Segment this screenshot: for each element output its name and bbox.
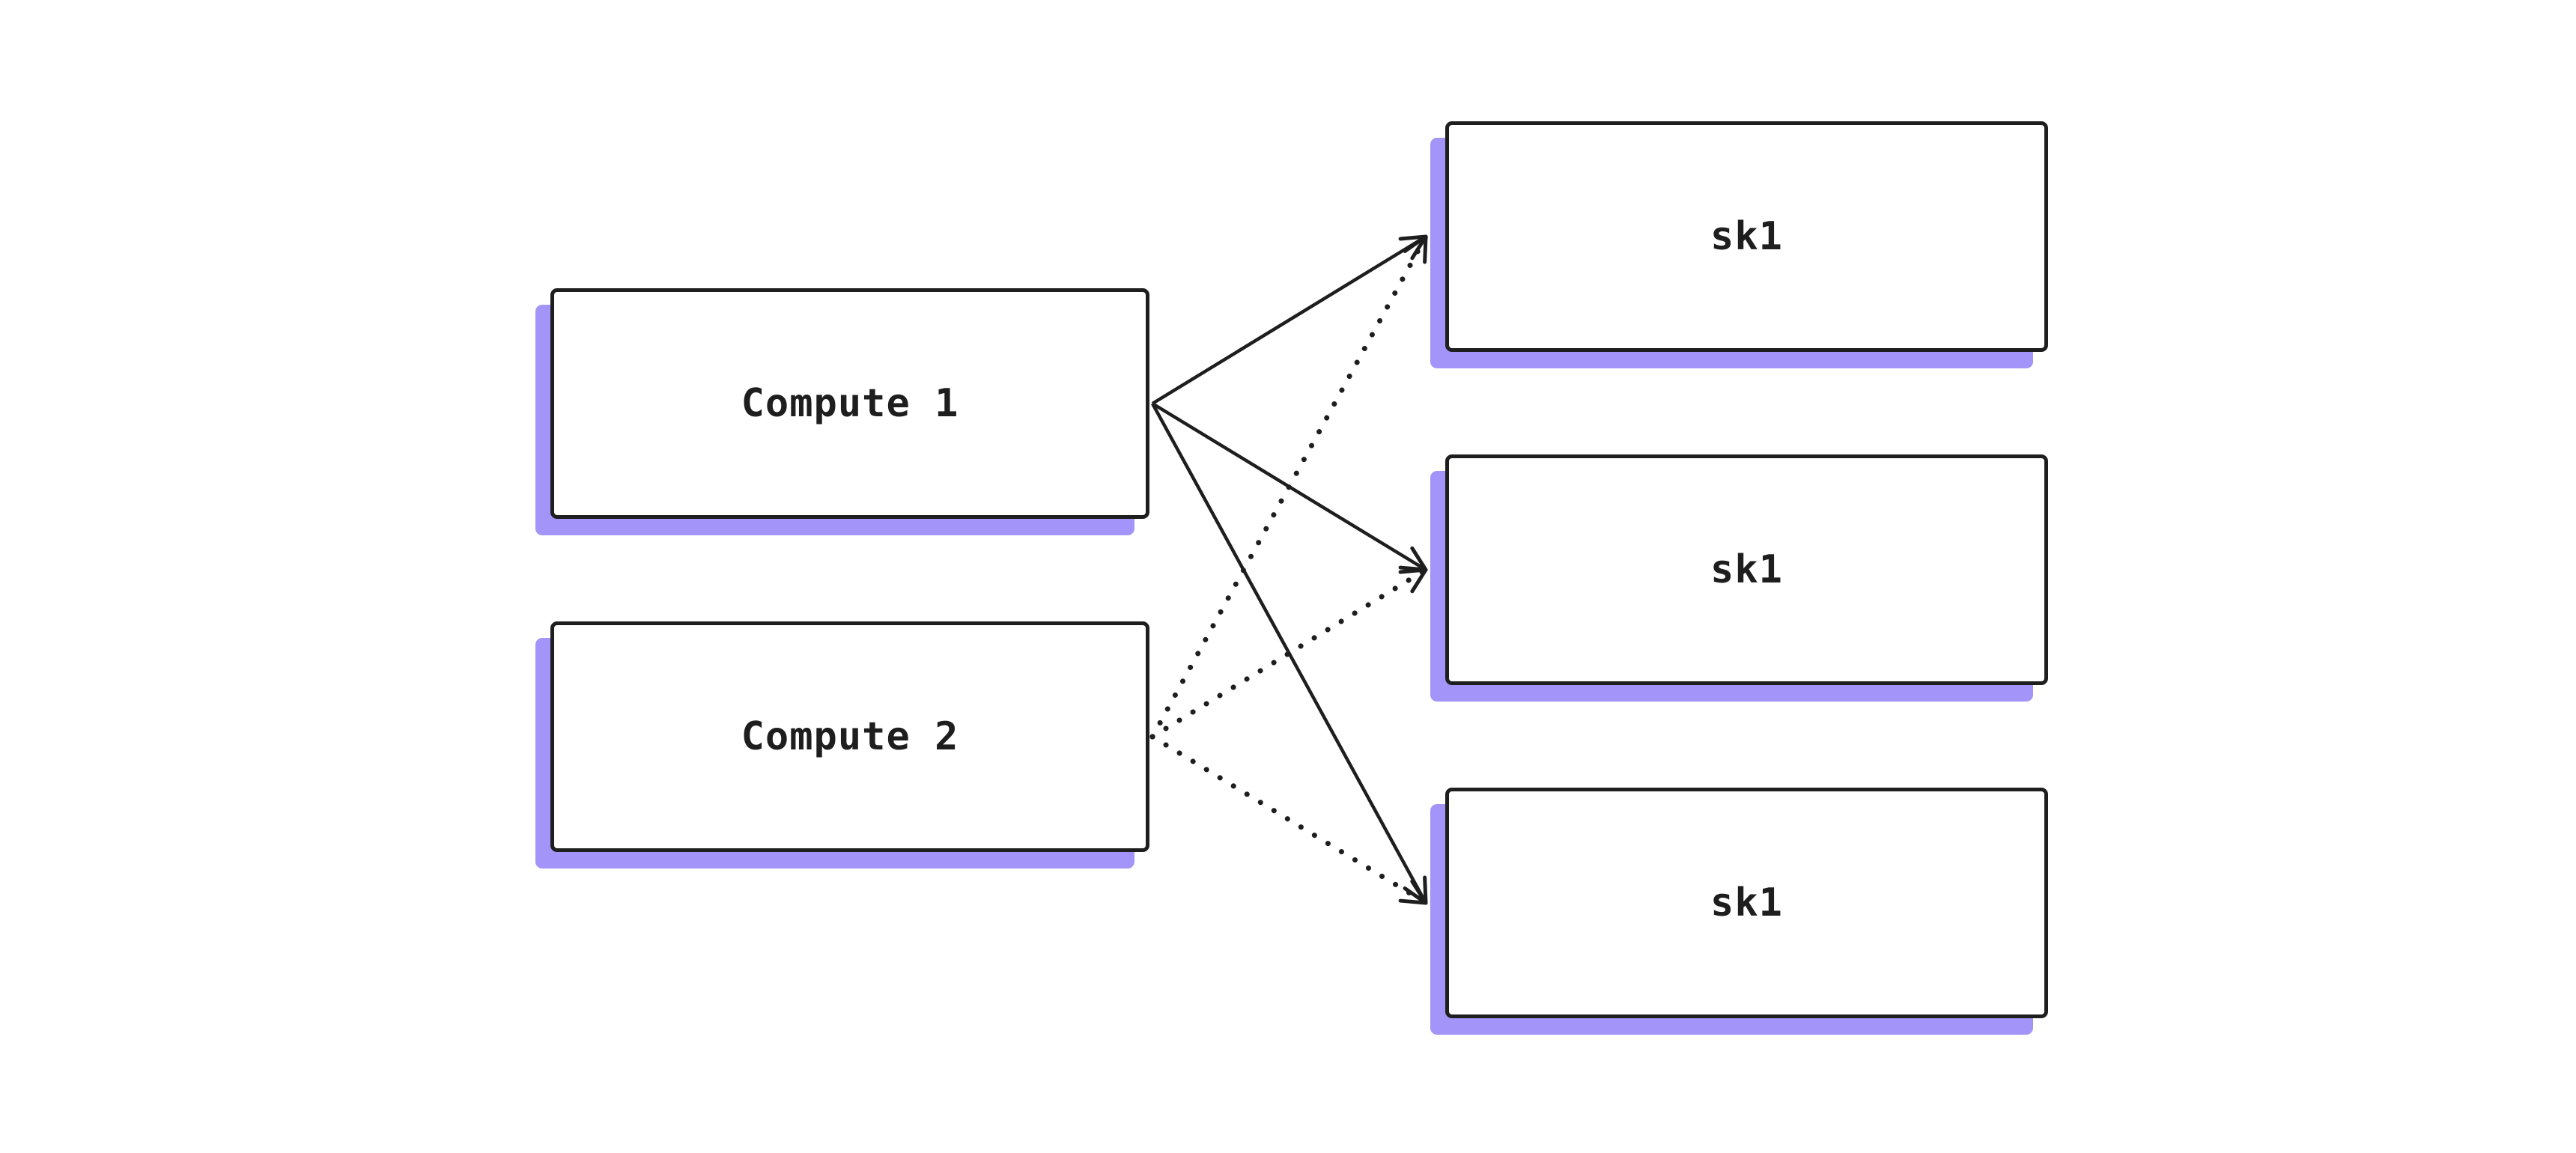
arrowhead-compute1-to-sk1-top	[1398, 234, 1428, 261]
arrowhead-compute1-to-sk1-middle	[1398, 546, 1428, 572]
node-compute-2: Compute 2	[550, 621, 1149, 852]
arrowhead-compute2-to-sk1-bottom	[1398, 879, 1428, 905]
edge-compute1-to-sk1-middle	[1151, 402, 1427, 571]
node-compute-1: Compute 1	[550, 288, 1149, 519]
edge-compute2-to-sk1-bottom	[1149, 734, 1429, 906]
arrowhead-compute2-to-sk1-middle	[1398, 568, 1428, 594]
node-sk1-middle: sk1	[1445, 454, 2048, 685]
edge-compute1-to-sk1-bottom	[1151, 402, 1427, 904]
node-sk1-top: sk1	[1445, 121, 2048, 352]
node-compute-1-label: Compute 1	[741, 381, 959, 426]
edge-compute1-to-sk1-top	[1151, 235, 1427, 405]
node-compute-2-label: Compute 2	[741, 714, 959, 759]
edge-compute2-to-sk1-top	[1149, 234, 1429, 740]
arrowhead-compute2-to-sk1-top	[1403, 234, 1428, 264]
node-sk1-bottom: sk1	[1445, 788, 2048, 1018]
node-sk1-middle-label: sk1	[1710, 547, 1783, 592]
node-sk1-bottom-label: sk1	[1710, 880, 1783, 925]
node-sk1-top-label: sk1	[1710, 214, 1783, 259]
arrowhead-compute1-to-sk1-bottom	[1403, 875, 1428, 905]
edge-compute2-to-sk1-middle	[1149, 567, 1429, 740]
